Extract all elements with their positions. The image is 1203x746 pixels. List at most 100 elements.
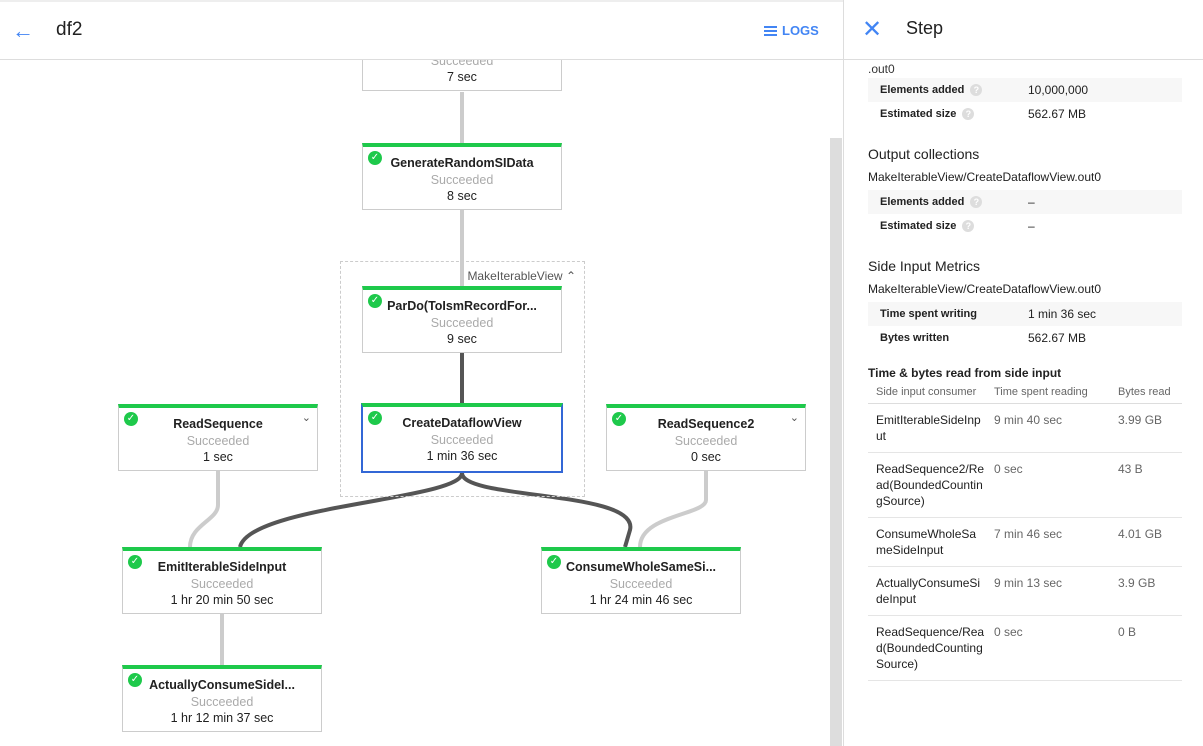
node-name: ParDo(ToIsmRecordFor... (387, 299, 537, 313)
node-name: EmitIterableSideInput (157, 560, 287, 574)
graph-edges (188, 92, 708, 665)
edge (238, 472, 464, 548)
side-input-name: MakeIterableView/CreateDataflowView.out0 (868, 282, 1102, 296)
consumer-cell: ActuallyConsumeSideInput (868, 566, 986, 616)
time-cell: 0 sec (986, 452, 1110, 518)
node-name: GenerateRandomSIData (390, 156, 534, 170)
metric-value: 562.67 MB (1028, 331, 1087, 345)
column-header: Time spent reading (986, 386, 1110, 404)
help-icon[interactable]: ? (970, 196, 983, 209)
node-duration: 1 hr 20 min 50 sec (170, 593, 274, 607)
logs-label: LOGS (782, 23, 819, 38)
scrollbar[interactable] (830, 138, 842, 746)
time-cell: 0 sec (986, 615, 1110, 681)
node-duration: 1 min 36 sec (426, 449, 498, 463)
node-status: Succeeded (190, 577, 254, 591)
time-cell: 9 min 40 sec (986, 403, 1110, 453)
node-name: ReadSequence2 (657, 417, 755, 431)
output-collections-heading: Output collections (868, 146, 980, 162)
close-icon[interactable]: ✕ (862, 16, 883, 43)
column-header: Side input consumer (868, 386, 986, 404)
help-icon[interactable]: ? (962, 108, 975, 121)
check-icon: ✓ (128, 673, 142, 687)
column-header: Bytes read (1110, 386, 1182, 404)
node-status: Succeeded (430, 316, 494, 330)
consumer-cell: ConsumeWholeSameSideInput (868, 517, 986, 567)
help-icon[interactable]: ? (962, 220, 975, 233)
metric-value: – (1028, 219, 1035, 233)
node-status: Succeeded (430, 173, 494, 187)
bytes-cell: 3.99 GB (1110, 403, 1182, 453)
bytes-cell: 0 B (1110, 615, 1182, 681)
metric-value: 1 min 36 sec (1028, 307, 1097, 321)
help-icon[interactable]: ? (970, 84, 983, 97)
metric-value: 562.67 MB (1028, 107, 1087, 121)
node-name: ReadSequence (173, 417, 263, 431)
metric-label: Elements added? (868, 84, 1028, 97)
check-icon: ✓ (124, 412, 138, 426)
metric-row: Estimated size?– (868, 214, 1182, 238)
group-make-iterable-view: MakeIterableView ⌃ (340, 261, 585, 497)
metric-label: Estimated size? (868, 108, 1028, 121)
consumer-cell: ReadSequence2/Read(BoundedCountingSource… (868, 452, 986, 518)
back-arrow-icon[interactable]: ← (12, 18, 34, 43)
bytes-cell: 4.01 GB (1110, 517, 1182, 567)
metric-label: Elements added? (868, 196, 1028, 209)
metric-value: 10,000,000 (1028, 83, 1089, 97)
edge (460, 472, 633, 548)
node-status: Succeeded (186, 434, 250, 448)
metric-row: Elements added?– (868, 190, 1182, 214)
output-collection-name: MakeIterableView/CreateDataflowView.out0 (868, 170, 1102, 184)
edge (638, 471, 708, 548)
consumer-cell: ReadSequence/Read(BoundedCountingSource) (868, 615, 986, 681)
panel-header: ✕ Step (844, 0, 1203, 60)
header: ← df2 LOGS (0, 0, 843, 60)
node-status: Succeeded (190, 695, 254, 709)
check-icon: ✓ (128, 555, 142, 569)
time-cell: 7 min 46 sec (986, 517, 1110, 567)
node-name: ConsumeWholeSameSi... (565, 560, 717, 574)
logs-button[interactable]: LOGS (764, 23, 819, 38)
check-icon: ✓ (547, 555, 561, 569)
node-name: ActuallyConsumeSideI... (149, 678, 295, 692)
check-icon: ✓ (368, 411, 382, 425)
check-icon: ✓ (368, 151, 382, 165)
group-label[interactable]: MakeIterableView ⌃ (467, 269, 576, 283)
table-row: ReadSequence/Read(BoundedCountingSource)… (868, 615, 1182, 681)
time-cell: 9 min 13 sec (986, 566, 1110, 616)
bytes-cell: 3.9 GB (1110, 566, 1182, 616)
metric-value: – (1028, 195, 1035, 209)
side-input-metrics-heading: Side Input Metrics (868, 258, 981, 274)
node-duration: 0 sec (691, 450, 721, 464)
chevron-down-icon[interactable]: ⌄ (789, 412, 799, 424)
edge (188, 471, 220, 548)
node-status: Succeeded (430, 60, 494, 68)
collection-name: .out0 (868, 62, 895, 76)
list-icon (764, 25, 777, 36)
metric-label: Estimated size? (868, 220, 1028, 233)
node-duration: 9 sec (447, 332, 477, 346)
node-status: Succeeded (430, 433, 494, 447)
node-status: Succeeded (674, 434, 738, 448)
node-status: Succeeded (609, 577, 673, 591)
chevron-down-icon[interactable]: ⌄ (301, 412, 311, 424)
panel-title: Step (906, 18, 944, 38)
table-row: ReadSequence2/Read(BoundedCountingSource… (868, 452, 1182, 518)
